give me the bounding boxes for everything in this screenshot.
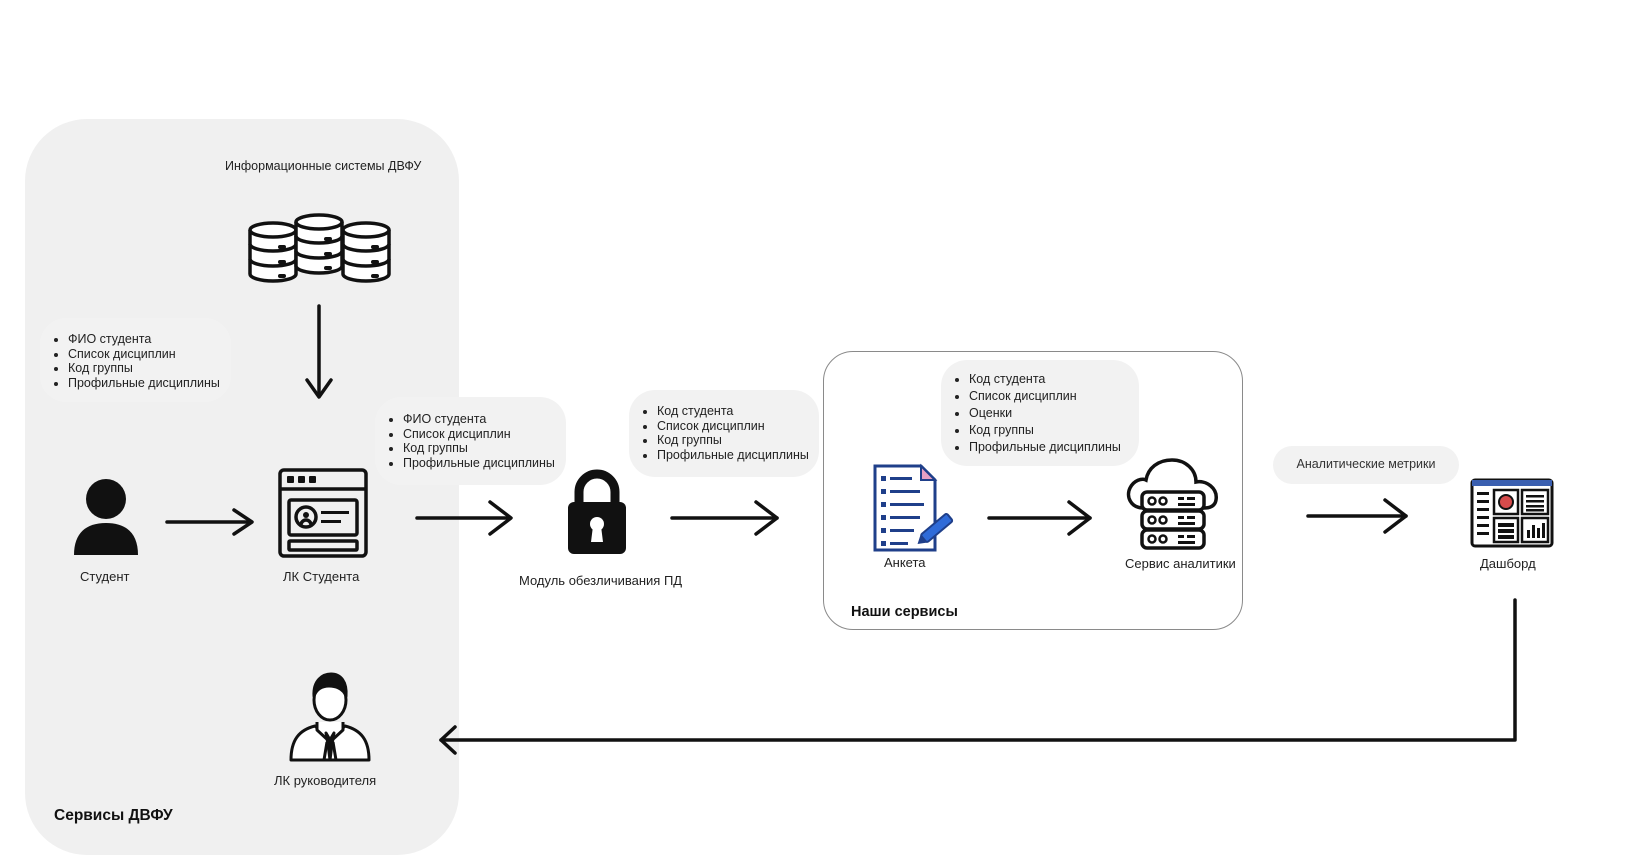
manager-account-label: ЛК руководителя — [274, 773, 377, 788]
list-item: Список дисциплин — [657, 419, 813, 434]
survey-data-bubble: Код студента Список дисциплин Оценки Код… — [941, 360, 1139, 466]
list-item: Код группы — [969, 422, 1131, 439]
list-item: Код группы — [657, 433, 813, 448]
list-item: Профильные дисциплины — [969, 439, 1131, 456]
document-pen-icon — [873, 463, 954, 552]
list-item: Код студента — [657, 404, 813, 419]
database-stack-icon — [248, 213, 391, 283]
student-label: Студент — [80, 569, 130, 584]
dashboard-label: Дашборд — [1480, 556, 1536, 571]
arrow-account-to-lock — [415, 500, 513, 536]
arrow-lock-to-survey — [670, 500, 779, 536]
student-account-label: ЛК Студента — [283, 569, 360, 584]
list-item: Профильные дисциплины — [68, 376, 221, 391]
metrics-label: Аналитические метрики — [1296, 457, 1436, 471]
survey-label: Анкета — [884, 555, 926, 570]
businessman-icon — [289, 672, 371, 762]
list-item: Профильные дисциплины — [657, 448, 813, 463]
list-item: Код группы — [403, 441, 558, 456]
arrow-student-to-account — [165, 508, 254, 536]
dashboard-icon — [1470, 478, 1554, 548]
arrow-survey-to-analytics — [987, 500, 1092, 536]
cloud-server-icon — [1126, 458, 1218, 550]
our-services-title: Наши сервисы — [851, 604, 958, 620]
account-data-bubble: ФИО студента Список дисциплин Код группы… — [375, 397, 566, 485]
person-icon — [74, 479, 138, 555]
student-data-bubble: ФИО студента Список дисциплин Код группы… — [40, 318, 231, 402]
arrow-analytics-to-dashboard — [1306, 498, 1408, 534]
anonymization-label: Модуль обезличивания ПД — [519, 573, 683, 588]
list-item: Список дисциплин — [68, 347, 221, 362]
list-item: Список дисциплин — [969, 388, 1131, 405]
browser-window-icon — [278, 468, 368, 558]
dvfu-services-title: Сервисы ДВФУ — [54, 807, 173, 824]
list-item: ФИО студента — [403, 412, 558, 427]
list-item: Список дисциплин — [403, 427, 558, 442]
analytics-label: Сервис аналитики — [1125, 556, 1236, 571]
list-item: Оценки — [969, 405, 1131, 422]
anon-data-bubble: Код студента Список дисциплин Код группы… — [629, 390, 819, 477]
list-item: Профильные дисциплины — [403, 456, 558, 471]
arrow-db-to-account — [305, 304, 333, 399]
padlock-icon — [568, 469, 626, 554]
metrics-bubble: Аналитические метрики — [1273, 446, 1459, 484]
list-item: Код студента — [969, 371, 1131, 388]
list-item: Код группы — [68, 361, 221, 376]
list-item: ФИО студента — [68, 332, 221, 347]
arrow-dashboard-to-manager — [439, 598, 1517, 755]
dvfu-info-systems-title: Информационные системы ДВФУ — [225, 159, 422, 173]
